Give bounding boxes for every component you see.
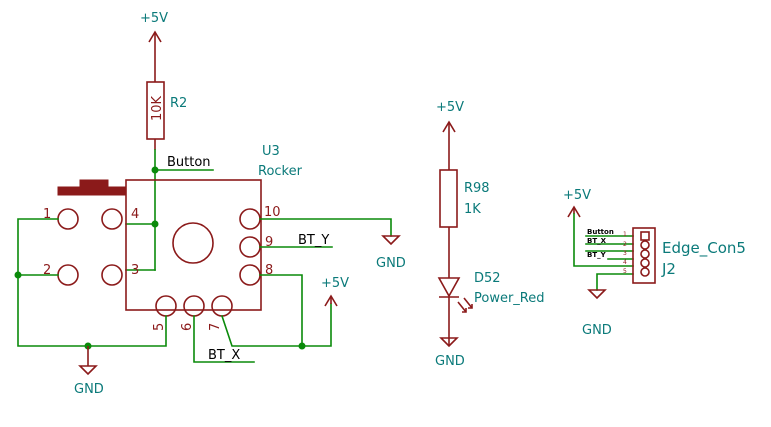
u3-pin-4: 4 (131, 207, 139, 222)
wire-bt-x (193, 315, 255, 363)
wire-pin5-gnd (87, 315, 167, 347)
led-d52 (437, 227, 473, 346)
u3-pin-7: 7 (208, 323, 223, 331)
j2-pin-2: 2 (623, 241, 627, 248)
gnd-label-j2: GND (582, 323, 612, 338)
wire-j2-gnd (596, 273, 634, 291)
r98-value: 1K (464, 202, 481, 217)
plus5v-label-j2: +5V (563, 188, 591, 203)
j2-label-bt-y: BT_Y (587, 251, 607, 259)
r2-ref: R2 (170, 96, 187, 111)
wire-pin7 (220, 314, 303, 347)
plus5v-symbol-top (148, 30, 162, 82)
rocker-switch-u3 (57, 179, 262, 317)
r98-ref: R98 (464, 181, 490, 196)
plus5v-symbol-right (324, 294, 338, 307)
wire-j2-plus5v (573, 213, 634, 267)
u3-value: Rocker (258, 164, 303, 179)
d52-value: Power_Red (474, 291, 545, 306)
plus5v-label-led: +5V (436, 100, 464, 115)
gnd-label-led: GND (435, 354, 465, 369)
gnd-symbol-led (439, 337, 459, 348)
j2-ref: J2 (661, 260, 676, 278)
j2-pin-5: 5 (623, 268, 627, 275)
wire-pins-1-2-left (17, 218, 89, 347)
gnd-symbol-pin10 (381, 235, 401, 246)
junction-left (14, 271, 22, 279)
plus5v-label-top: +5V (140, 11, 168, 26)
j2-pin-1: 1 (623, 231, 627, 238)
j2-pin-4: 4 (623, 259, 627, 266)
junction-pin4 (151, 220, 159, 228)
u3-pin-6: 6 (180, 323, 195, 331)
gnd-symbol-left (78, 346, 98, 376)
wire-pin10-gnd (259, 218, 392, 237)
plus5v-symbol-led (442, 120, 456, 170)
gnd-label-left: GND (74, 382, 104, 397)
u3-pin-8: 8 (265, 263, 273, 278)
u3-pin-10: 10 (264, 205, 281, 220)
junction-button (151, 166, 159, 174)
connector-j2 (632, 227, 656, 284)
plus5v-symbol-j2 (567, 205, 581, 218)
j2-label-bt-x: BT_X (587, 237, 607, 245)
d52-ref: D52 (474, 271, 501, 286)
gnd-label-pin10: GND (376, 256, 406, 271)
gnd-symbol-j2 (587, 289, 607, 300)
resistor-r98 (439, 169, 458, 228)
bt-y-net-label: BT_Y (298, 233, 329, 248)
bt-x-net-label: BT_X (208, 348, 240, 363)
u3-pin-3: 3 (131, 263, 139, 278)
u3-pin-9: 9 (265, 235, 273, 250)
u3-pin-5: 5 (152, 323, 167, 331)
j2-label-button: Button (587, 228, 614, 236)
u3-pin-1: 1 (43, 207, 51, 222)
u3-pin-2: 2 (43, 263, 51, 278)
junction-plus5v-right (298, 342, 306, 350)
plus5v-label-right: +5V (321, 276, 349, 291)
j2-value: Edge_Con5 (662, 239, 746, 258)
r2-value: 10K (150, 95, 165, 121)
u3-ref: U3 (262, 144, 280, 159)
button-net-label: Button (167, 155, 211, 170)
j2-pin-3: 3 (623, 250, 627, 257)
